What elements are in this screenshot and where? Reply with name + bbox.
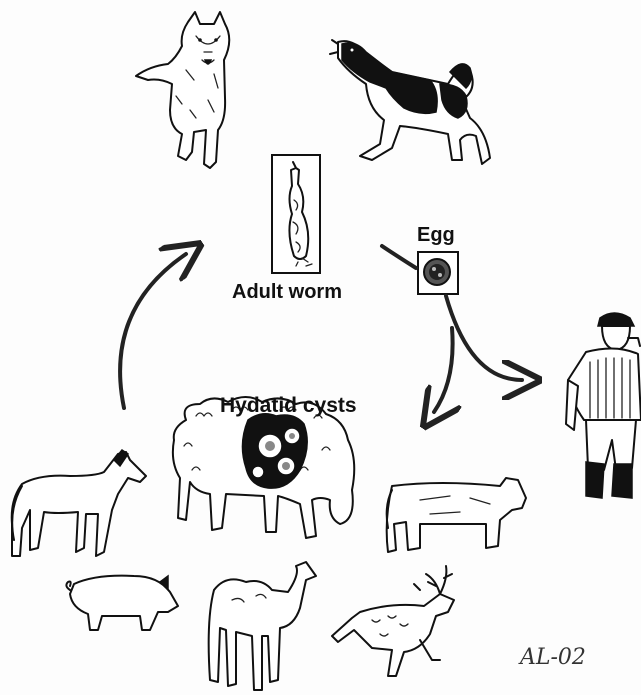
hydatid-cysts-label: Hydatid cysts bbox=[220, 394, 357, 418]
reindeer-illustration bbox=[332, 566, 454, 676]
horse-illustration bbox=[12, 450, 146, 556]
pig-illustration bbox=[66, 576, 178, 630]
arrow-worm-to-egg bbox=[382, 246, 416, 268]
cattle-illustration bbox=[387, 478, 526, 552]
adult-worm-panel bbox=[272, 155, 320, 273]
arrow-cysts-to-dogs bbox=[120, 254, 186, 408]
cycle-arrows bbox=[120, 246, 522, 412]
camel-illustration bbox=[209, 562, 316, 690]
dog-illustration bbox=[330, 40, 490, 164]
egg-label: Egg bbox=[417, 224, 455, 247]
artist-signature: AL-02 bbox=[520, 645, 586, 670]
arrow-egg-to-human bbox=[446, 296, 522, 380]
arrow-egg-to-intermediate bbox=[434, 328, 453, 412]
adult-worm-label: Adult worm bbox=[232, 281, 342, 304]
wolf-illustration bbox=[136, 12, 229, 168]
egg-panel bbox=[418, 252, 458, 294]
sheep-illustration bbox=[173, 397, 354, 538]
human-illustration bbox=[566, 313, 641, 498]
